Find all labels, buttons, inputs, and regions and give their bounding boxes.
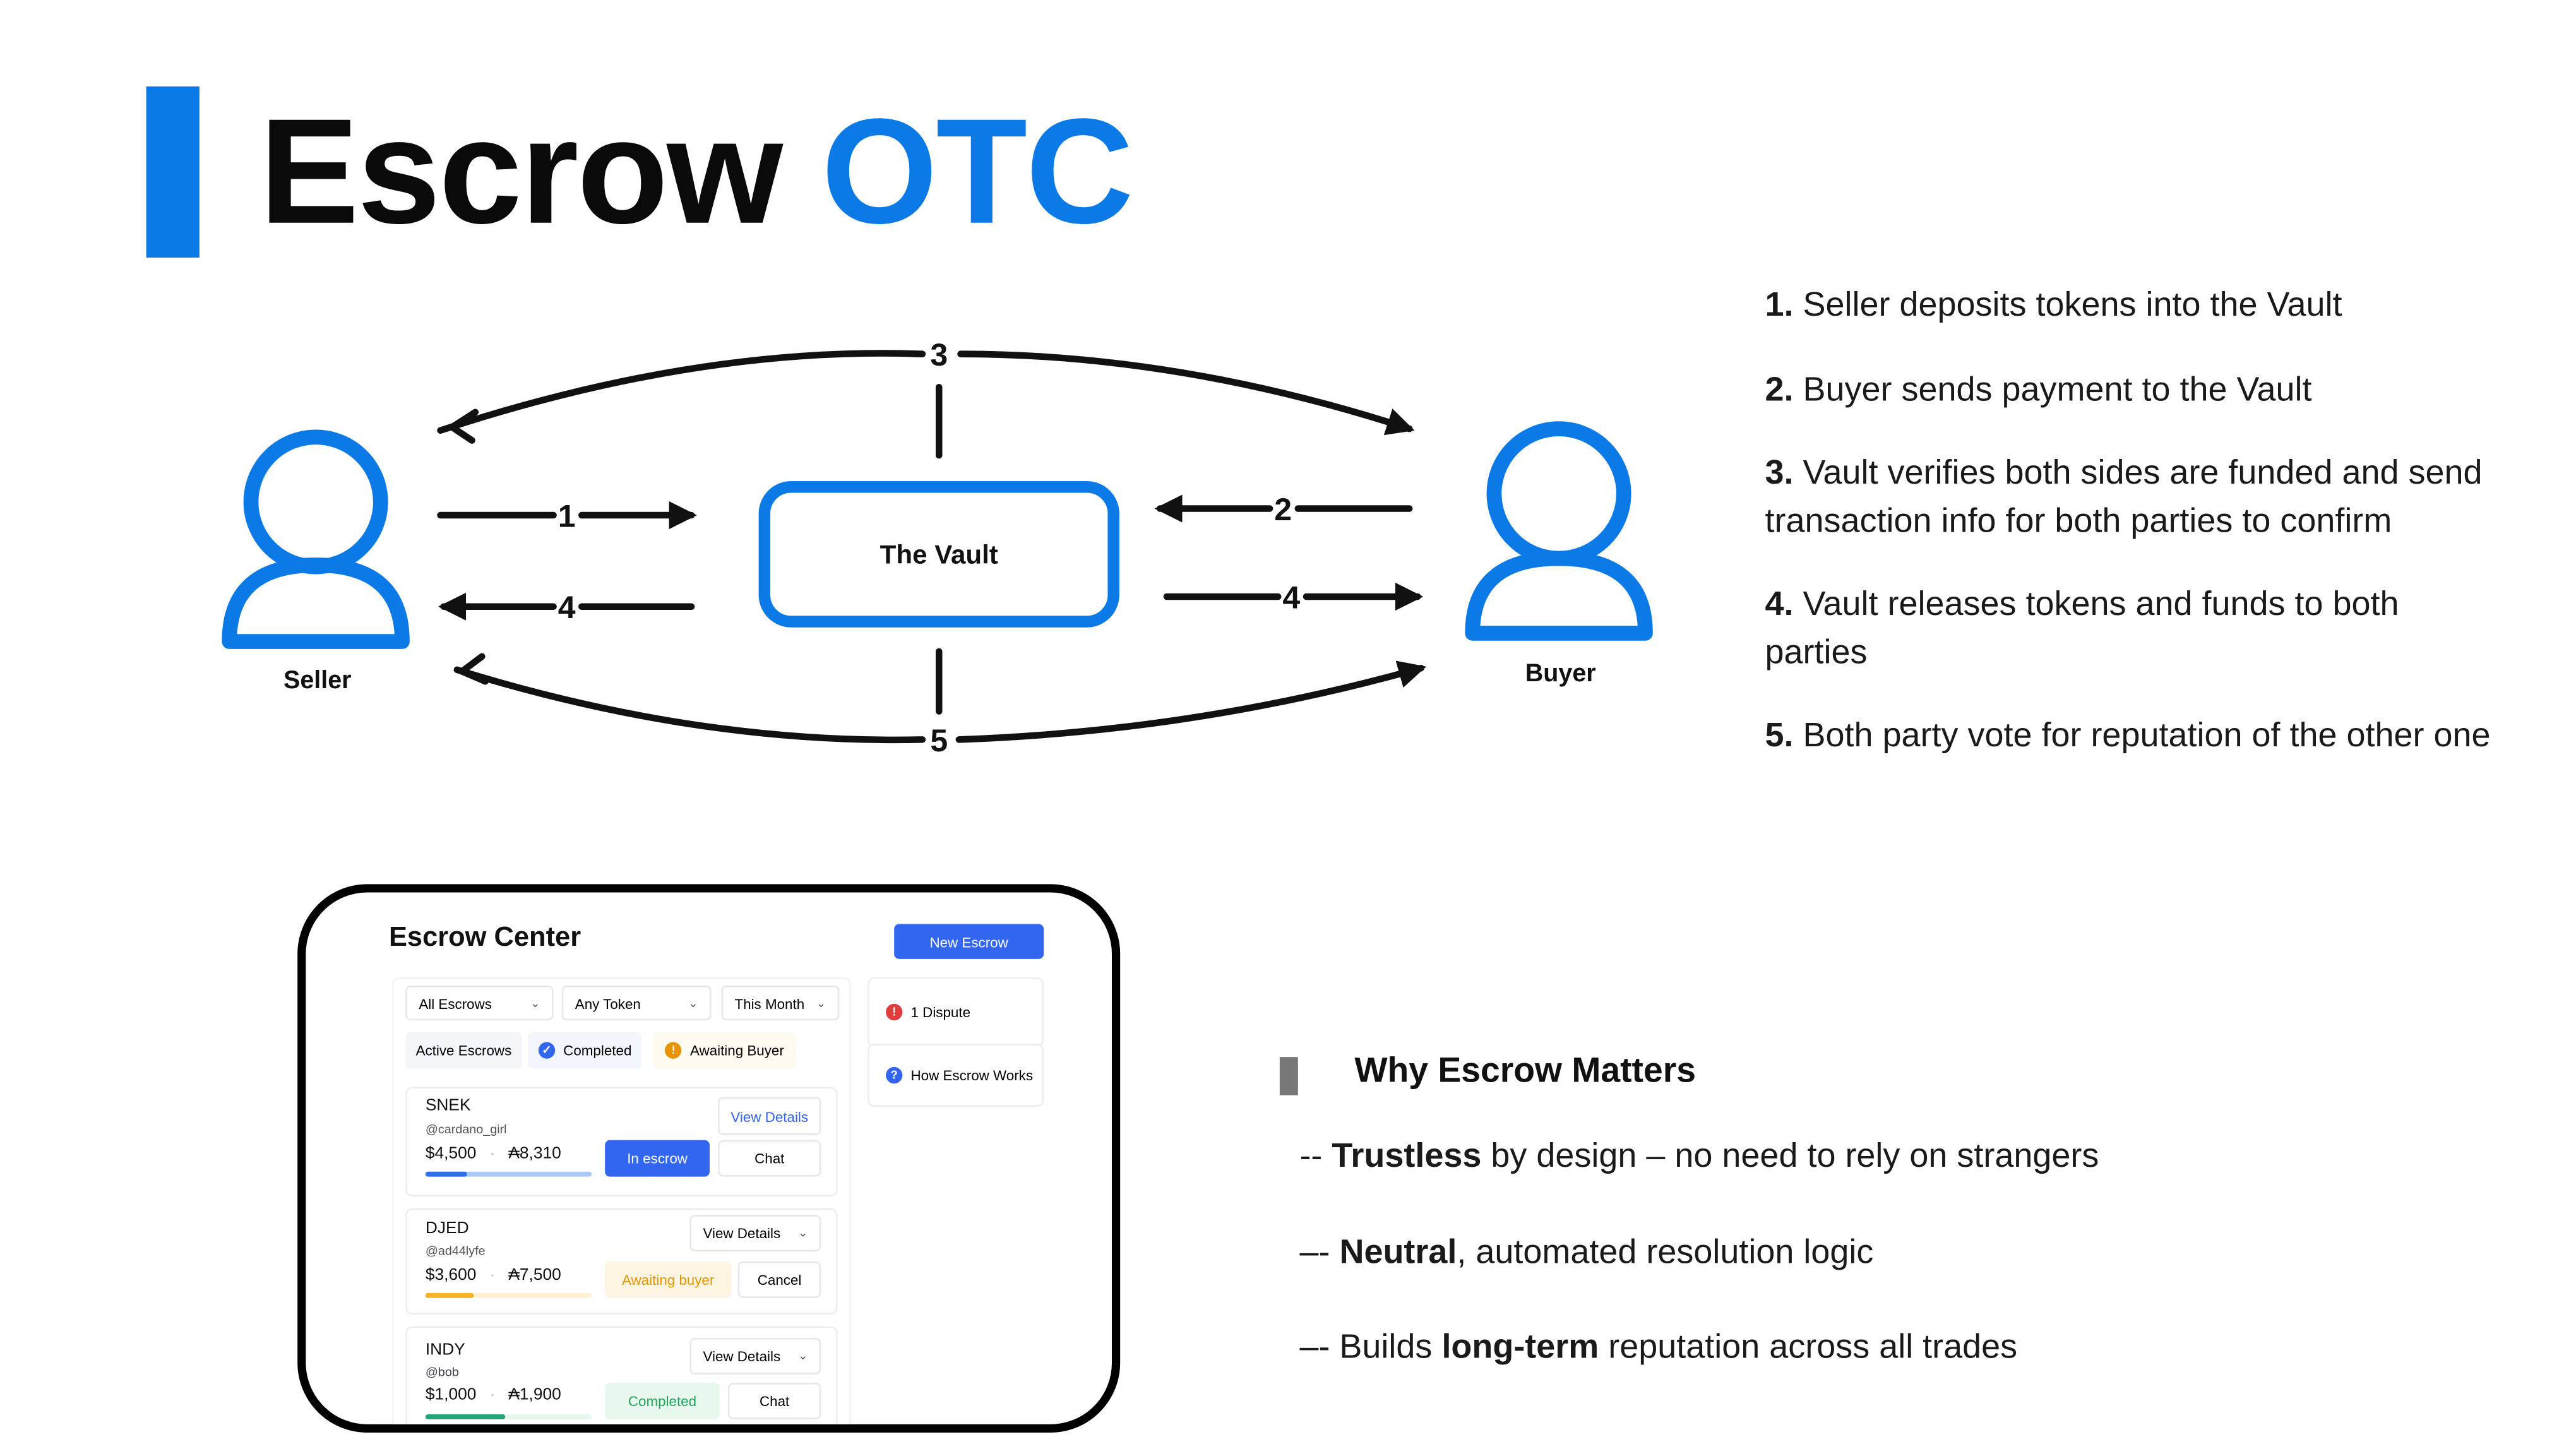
label-5: 5 xyxy=(930,723,948,758)
progress-fill xyxy=(425,1171,467,1177)
view-details-dropdown[interactable]: View Details⌄ xyxy=(689,1338,821,1374)
why-bullet: –- Builds long-term reputation across al… xyxy=(1299,1328,2018,1366)
chevron-down-icon: ⌄ xyxy=(797,1228,808,1240)
filter-status-dropdown[interactable]: All Escrows⌄ xyxy=(405,985,554,1021)
chat-button[interactable]: Chat xyxy=(718,1140,821,1177)
arrowhead-5-left xyxy=(458,653,489,685)
new-escrow-button[interactable]: New Escrow xyxy=(894,924,1044,959)
token-name: DJED xyxy=(425,1220,469,1239)
chip-awaiting-buyer[interactable]: !Awaiting Buyer xyxy=(653,1032,796,1069)
step-4: 4. Vault releases tokens and funds to bo… xyxy=(1765,585,2399,671)
help-icon: ? xyxy=(886,1066,903,1084)
progress-bar xyxy=(425,1414,592,1419)
status-badge: Awaiting buyer xyxy=(605,1261,732,1298)
warning-icon: ! xyxy=(665,1042,682,1059)
how-escrow-works-card[interactable]: ?How Escrow Works xyxy=(868,1044,1044,1107)
arrow-5-curve xyxy=(453,668,1421,744)
chevron-down-icon: ⌄ xyxy=(816,998,826,1010)
title-accent-bar xyxy=(146,86,200,258)
why-bullet: -- Trustless by design – no need to rely… xyxy=(1299,1136,2099,1176)
steps-list: 1. Seller deposits tokens into the Vault… xyxy=(1765,282,2496,797)
status-badge: Completed xyxy=(605,1383,720,1419)
label-2: 2 xyxy=(1274,492,1292,527)
label-4-left: 4 xyxy=(558,590,576,625)
label-1: 1 xyxy=(558,498,576,534)
progress-bar xyxy=(425,1292,592,1298)
label-4-right: 4 xyxy=(1282,580,1300,615)
step-1: 1. Seller deposits tokens into the Vault xyxy=(1765,285,2342,325)
why-accent-bar xyxy=(1279,1057,1298,1095)
progress-fill xyxy=(425,1414,506,1419)
seller-icon xyxy=(222,429,410,649)
filter-period-dropdown[interactable]: This Month⌄ xyxy=(721,985,840,1021)
chip-completed[interactable]: ✓Completed xyxy=(528,1032,642,1069)
chevron-down-icon: ⌄ xyxy=(797,1351,808,1363)
step-5: 5. Both party vote for reputation of the… xyxy=(1765,716,2491,755)
amounts: $4,500·₳8,310 xyxy=(425,1145,561,1164)
vault-box xyxy=(758,481,1119,628)
chevron-down-icon: ⌄ xyxy=(530,998,540,1010)
token-name: SNEK xyxy=(425,1097,471,1116)
step-2: 2. Buyer sends payment to the Vault xyxy=(1765,369,2312,408)
alert-icon: ! xyxy=(886,1003,903,1021)
counterparty-handle: @bob xyxy=(425,1364,459,1380)
escrow-center-title: Escrow Center xyxy=(388,922,581,953)
label-3: 3 xyxy=(930,337,948,373)
why-heading: Why Escrow Matters xyxy=(1354,1052,1696,1090)
filter-token-dropdown[interactable]: Any Token⌄ xyxy=(561,985,712,1021)
title-accent: OTC xyxy=(821,90,1134,256)
step-3: 3. Vault verifies both sides are funded … xyxy=(1765,453,2483,540)
chat-button[interactable]: Chat xyxy=(727,1383,821,1419)
dispute-card[interactable]: !1 Dispute xyxy=(868,977,1044,1047)
chevron-down-icon: ⌄ xyxy=(688,998,698,1010)
arrow-3-curve xyxy=(437,350,1410,431)
cancel-button[interactable]: Cancel xyxy=(737,1261,821,1298)
counterparty-handle: @ad44lyfe xyxy=(425,1243,486,1258)
buyer-label: Buyer xyxy=(1525,659,1596,687)
escrow-center-mockup: Escrow Center New Escrow All Escrows⌄ An… xyxy=(297,884,1121,1433)
chip-active-escrows[interactable]: Active Escrows xyxy=(405,1032,522,1069)
amounts: $1,000·₳1,900 xyxy=(425,1386,561,1405)
view-details-button[interactable]: View Details xyxy=(718,1097,821,1135)
vault-label: The Vault xyxy=(880,539,998,569)
counterparty-handle: @cardano_girl xyxy=(425,1121,507,1137)
status-badge: In escrow xyxy=(605,1140,710,1177)
amounts: $3,600·₳7,500 xyxy=(425,1266,561,1285)
seller-label: Seller xyxy=(283,666,352,694)
progress-fill xyxy=(425,1292,474,1298)
buyer-icon xyxy=(1465,421,1653,641)
view-details-dropdown[interactable]: View Details⌄ xyxy=(689,1215,821,1252)
check-circle-icon: ✓ xyxy=(538,1042,556,1059)
progress-bar xyxy=(425,1171,592,1177)
why-bullet: –- Neutral, automated resolution logic xyxy=(1299,1233,1874,1272)
arrowhead-3-left xyxy=(448,408,479,444)
title-main: Escrow xyxy=(259,90,784,256)
token-name: INDY xyxy=(425,1341,465,1360)
page-title: Escrow OTC xyxy=(259,86,1134,259)
